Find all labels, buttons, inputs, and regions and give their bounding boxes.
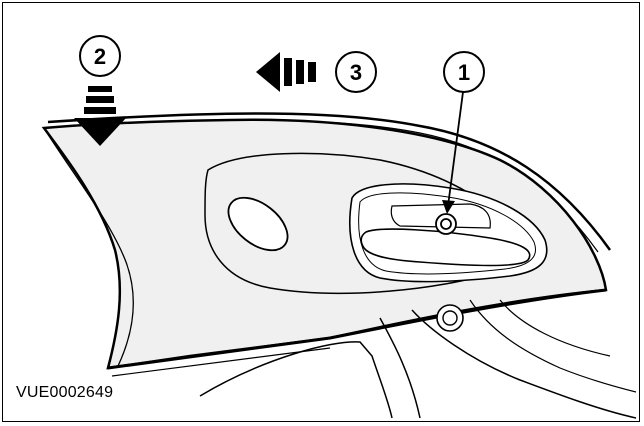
callout-1-label: 1 (458, 60, 470, 85)
left-arrow-icon (256, 52, 316, 92)
handle-bezel-inner (358, 192, 536, 275)
door-lower-structure-2 (379, 317, 421, 419)
pillar-trim (43, 127, 134, 367)
down-arrow-icon (74, 86, 126, 146)
lower-trim-edge-2 (111, 347, 331, 377)
door-lower-structure-3 (411, 309, 637, 419)
door-lower-structure (199, 341, 393, 419)
callout-3-circle (335, 51, 377, 93)
door-lower-structure-4 (469, 299, 637, 393)
figure-reference-code: VUE0002649 (16, 384, 114, 401)
grab-slot (227, 196, 289, 252)
callout-1-leader (447, 91, 464, 207)
door-lower-structure-5 (499, 299, 611, 357)
lower-bolt-inner (442, 310, 458, 326)
callout-3-label: 3 (350, 60, 362, 85)
window-trim-outer (47, 112, 612, 251)
callout-1-circle (443, 51, 485, 93)
callout-2-label: 2 (94, 44, 106, 69)
callout-1-arrowhead (442, 200, 455, 214)
screw-inner (440, 218, 452, 230)
callout-2-circle (79, 35, 121, 77)
